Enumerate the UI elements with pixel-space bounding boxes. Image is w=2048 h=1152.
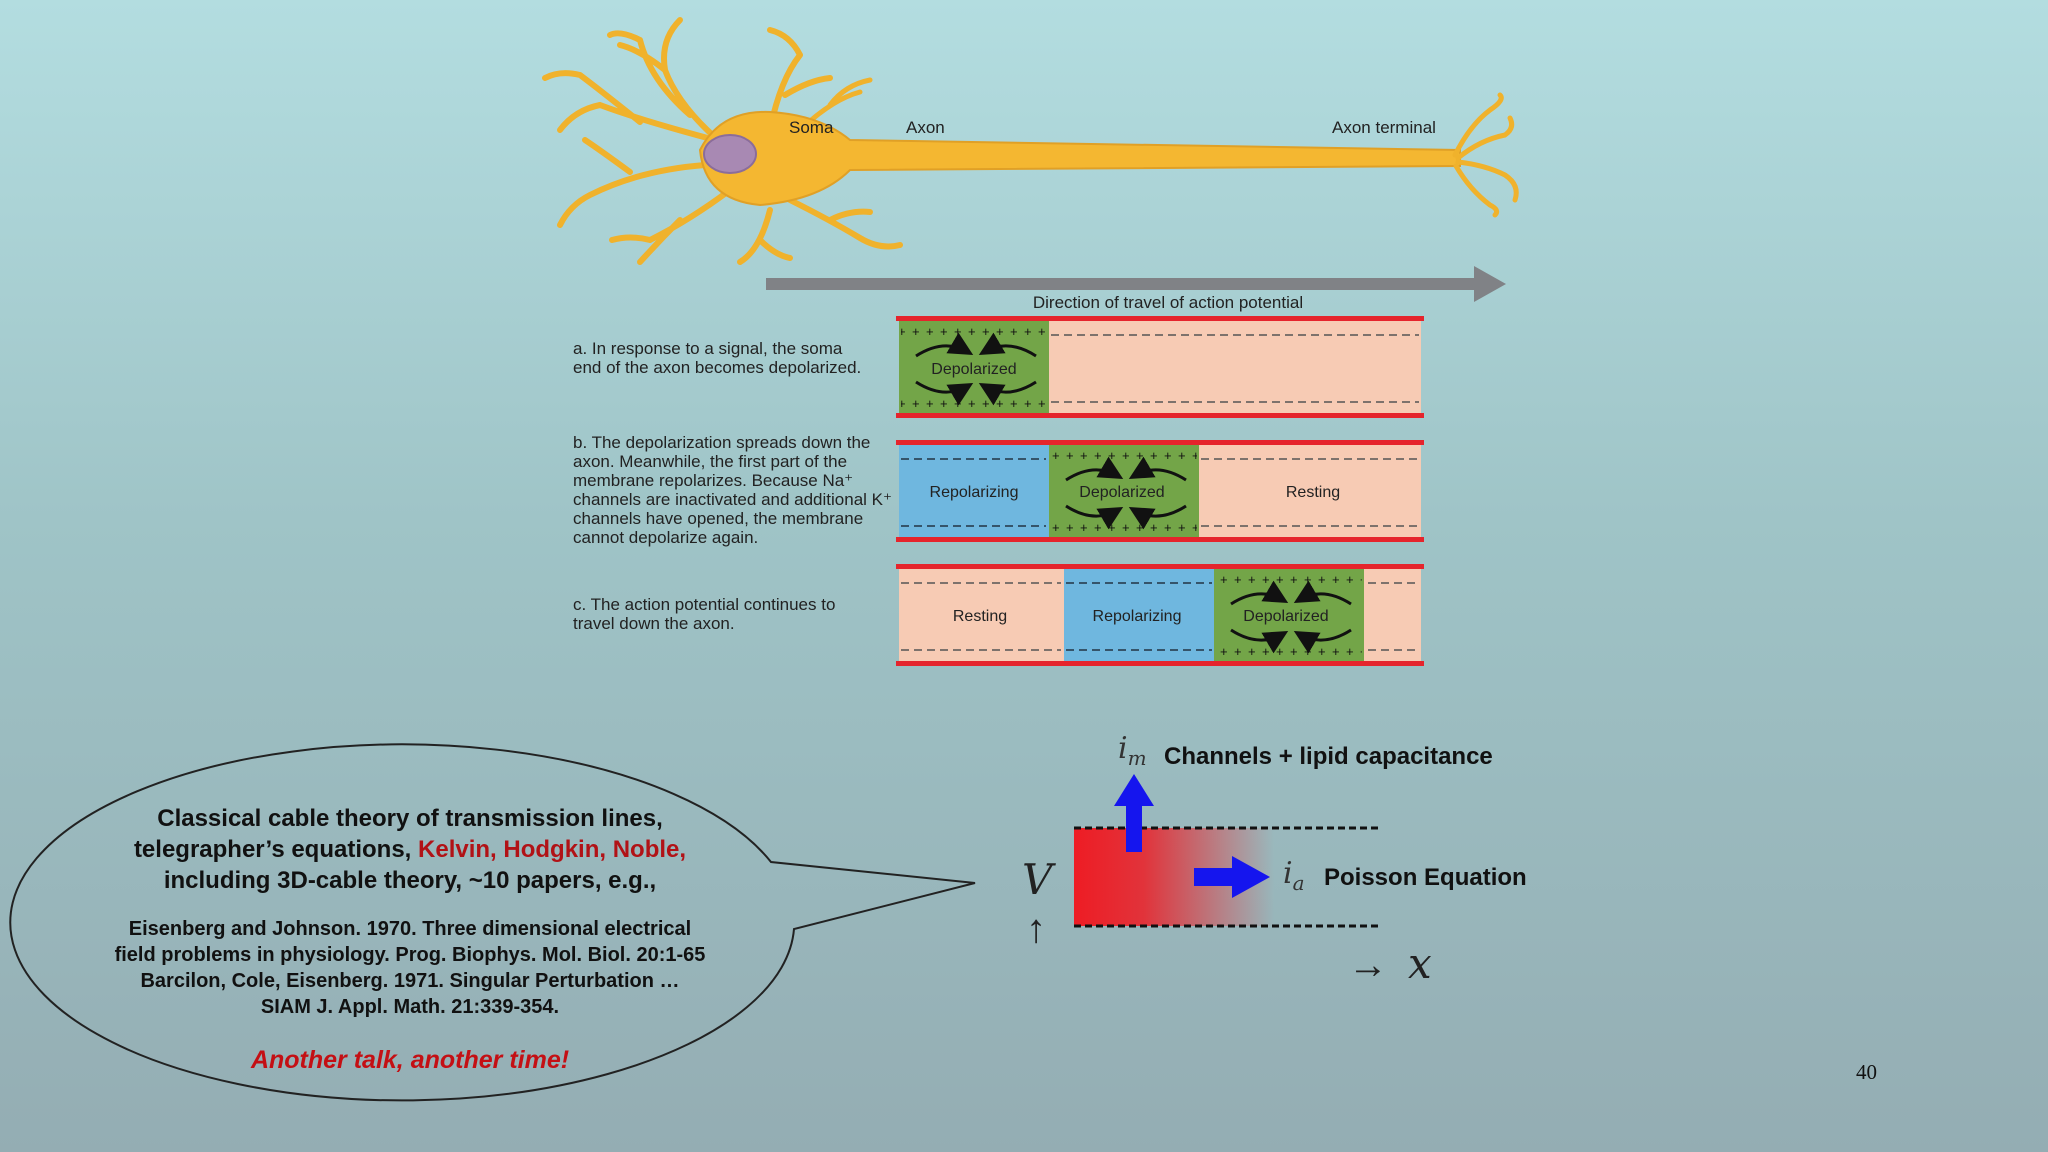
soma-label: Soma: [789, 118, 834, 137]
v-symbol: V: [1022, 855, 1056, 904]
bubble-line-3: including 3D-cable theory, ~10 papers, e…: [163, 867, 657, 894]
neuron-dendrites: [542, 17, 903, 265]
panel-c-repolarizing-label: Repolarizing: [1093, 608, 1182, 625]
im-arrow: [1114, 774, 1154, 852]
axon-panels: + Depolarized R: [896, 316, 1424, 666]
ia-arrow: [1194, 856, 1270, 898]
panel-b-depolarized-label: Depolarized: [1079, 484, 1164, 501]
x-right-arrow: →: [1348, 943, 1388, 987]
neuron-nucleus: [703, 134, 757, 174]
bubble-closing: Another talk, another time!: [250, 1046, 570, 1074]
panel-c-resting-label: Resting: [953, 608, 1007, 625]
ia-description: Poisson Equation: [1324, 864, 1527, 891]
panel-a-caption: a. In response to a signal, the soma end…: [573, 339, 862, 377]
im-symbol: im: [1118, 731, 1147, 770]
bubble-ref-4: SIAM J. Appl. Math. 21:339-354.: [260, 996, 560, 1018]
panel-b-caption: b. The depolarization spreads down the a…: [573, 433, 892, 547]
axon-terminal-branches: [1452, 92, 1519, 218]
panel-c-caption: c. The action potential continues to tra…: [573, 595, 836, 633]
axon-label: Axon: [906, 118, 945, 137]
panel-c-repolarizing-segment: [1064, 568, 1214, 664]
speech-bubble: [9, 743, 976, 1102]
x-symbol: x: [1408, 939, 1432, 988]
panel-a-depolarized-label: Depolarized: [931, 361, 1016, 378]
direction-label: Direction of travel of action potential: [1033, 293, 1303, 312]
bubble-line-2-names: Kelvin, Hodgkin, Noble,: [418, 836, 687, 863]
v-up-arrow: ↑: [1026, 907, 1046, 951]
panel-b-repolarizing-label: Repolarizing: [930, 484, 1019, 501]
bubble-line-2: telegrapher’s equations, Kelvin, Hodgkin…: [40, 836, 780, 864]
bubble-ref-2: field problems in physiology. Prog. Biop…: [114, 944, 706, 966]
axon-terminal-label: Axon terminal: [1332, 118, 1436, 137]
bubble-ref-1: Eisenberg and Johnson. 1970. Three dimen…: [128, 918, 692, 940]
bubble-line-1: Classical cable theory of transmission l…: [157, 805, 663, 832]
neuron-illustration: Soma Axon Axon terminal Direction of tra…: [542, 17, 1519, 312]
panel-b-repolarizing-segment: [899, 444, 1049, 540]
bubble-line-2-prefix: telegrapher’s equations,: [133, 836, 419, 863]
panel-b-resting-label: Resting: [1286, 484, 1340, 501]
im-description: Channels + lipid capacitance: [1164, 743, 1493, 770]
panel-c-depolarized-label: Depolarized: [1243, 608, 1328, 625]
direction-arrow: [766, 266, 1506, 302]
ia-symbol: ia: [1283, 856, 1305, 895]
page-number: 40: [1856, 1060, 1877, 1084]
cable-diagram: im Channels + lipid capacitance ia Poiss…: [1022, 731, 1527, 988]
panel-b: Repolarizing Depolarized Resting: [896, 440, 1424, 542]
neuron-soma: [698, 110, 1461, 207]
bubble-ref-3: Barcilon, Cole, Eisenberg. 1971. Singula…: [140, 970, 680, 992]
panel-c: Resting Repolarizing Depolarized: [896, 564, 1424, 666]
panel-a: Depolarized: [896, 316, 1424, 418]
